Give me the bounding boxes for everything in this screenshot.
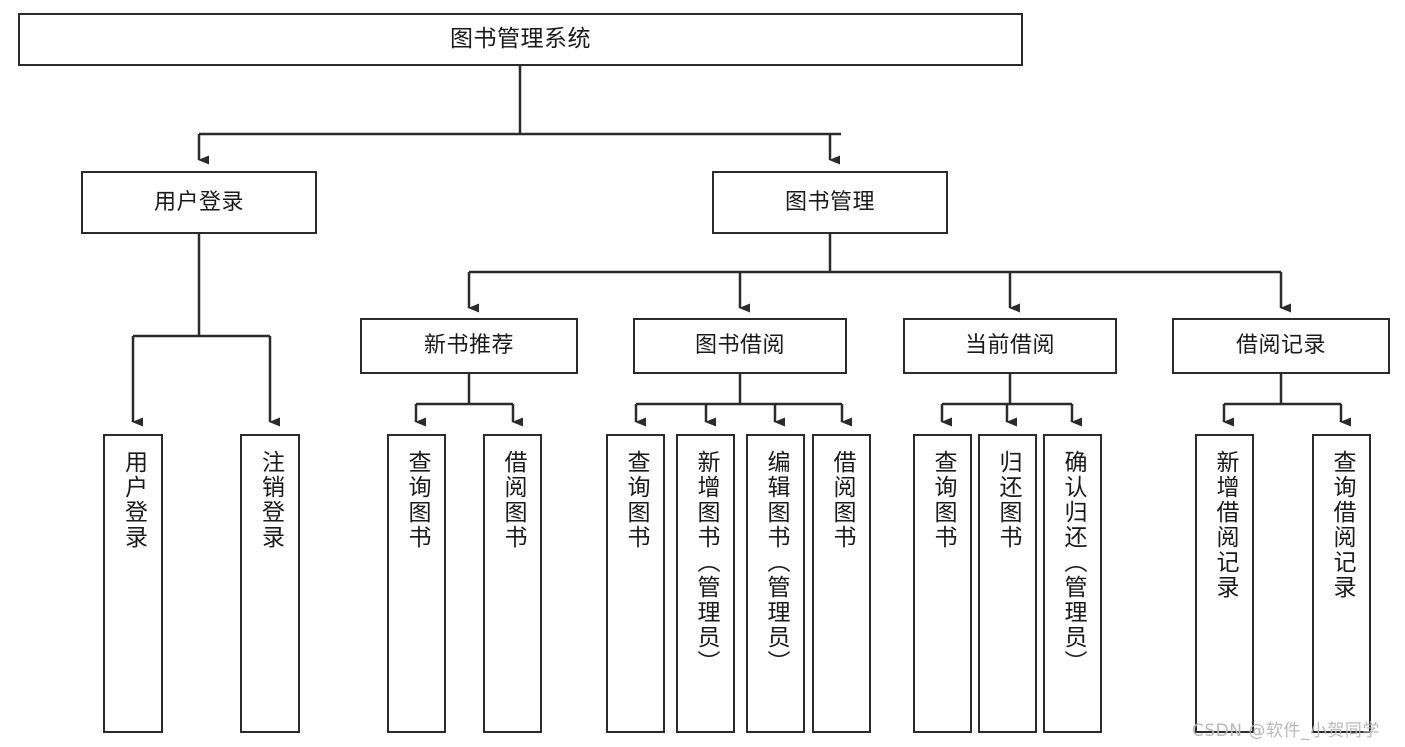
node-label: 查询图书 — [623, 450, 649, 550]
node-leaf-user-login[interactable]: 用户登录 — [103, 434, 163, 733]
node-label: 注销登录 — [257, 450, 284, 550]
node-label: 借阅记录 — [1235, 333, 1326, 359]
node-label: 编辑图书（管理员） — [763, 450, 789, 675]
node-leaf-query-borrow-record[interactable]: 查询借阅记录 — [1312, 434, 1371, 733]
node-root-system[interactable]: 图书管理系统 — [18, 13, 1023, 66]
node-label: 归还图书 — [995, 450, 1021, 550]
node-label: 图书借阅 — [694, 333, 785, 359]
node-label: 借阅图书 — [500, 450, 526, 550]
node-leaf-logout[interactable]: 注销登录 — [240, 434, 300, 733]
node-label: 图书管理系统 — [450, 25, 591, 52]
node-label: 用户登录 — [120, 450, 147, 550]
node-leaf-query-book-current[interactable]: 查询图书 — [913, 434, 972, 733]
node-label: 查询借阅记录 — [1329, 450, 1355, 600]
node-leaf-borrow-book[interactable]: 借阅图书 — [812, 434, 871, 733]
node-label: 当前借阅 — [964, 333, 1055, 359]
node-new-book-recommend[interactable]: 新书推荐 — [360, 318, 578, 374]
node-borrow-record[interactable]: 借阅记录 — [1172, 318, 1390, 374]
node-leaf-add-book-admin[interactable]: 新增图书（管理员） — [676, 434, 735, 733]
node-label: 确认归还（管理员） — [1060, 450, 1086, 675]
node-leaf-borrow-book-recommend[interactable]: 借阅图书 — [483, 434, 542, 733]
node-leaf-return-book[interactable]: 归还图书 — [978, 434, 1037, 733]
node-leaf-add-borrow-record[interactable]: 新增借阅记录 — [1195, 434, 1254, 733]
node-label: 图书管理 — [784, 189, 875, 215]
node-label: 借阅图书 — [829, 450, 855, 550]
node-label: 用户登录 — [153, 189, 244, 215]
node-label: 新书推荐 — [423, 333, 514, 359]
node-label: 查询图书 — [930, 450, 956, 550]
node-current-borrow[interactable]: 当前借阅 — [903, 318, 1117, 374]
node-label: 新增图书（管理员） — [693, 450, 719, 675]
node-user-login[interactable]: 用户登录 — [81, 171, 317, 234]
node-label: 查询图书 — [404, 450, 430, 550]
node-book-borrow[interactable]: 图书借阅 — [633, 318, 847, 374]
node-leaf-confirm-return-admin[interactable]: 确认归还（管理员） — [1043, 434, 1102, 733]
node-book-management[interactable]: 图书管理 — [712, 171, 948, 234]
node-leaf-query-book-recommend[interactable]: 查询图书 — [387, 434, 446, 733]
node-label: 新增借阅记录 — [1212, 450, 1238, 600]
node-leaf-edit-book-admin[interactable]: 编辑图书（管理员） — [746, 434, 805, 733]
node-leaf-query-book-borrow[interactable]: 查询图书 — [606, 434, 665, 733]
